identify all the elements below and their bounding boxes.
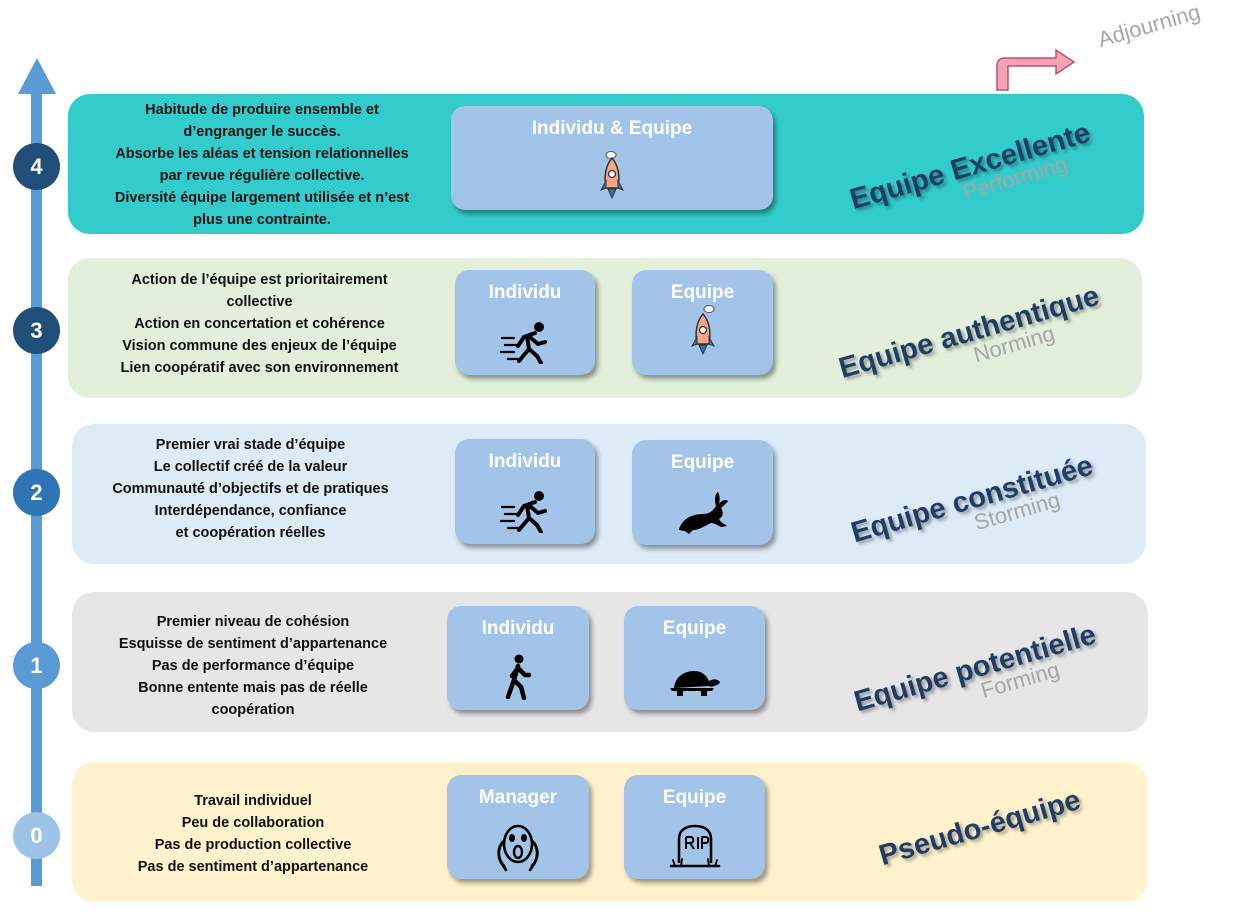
- box-label: Individu: [481, 618, 555, 639]
- level-2-circle: 2: [13, 469, 60, 516]
- level-0-circle: 0: [13, 812, 60, 859]
- box-label: Individu: [488, 451, 562, 472]
- box-label: Equipe: [662, 787, 727, 808]
- rabbit-icon: [678, 492, 728, 534]
- level-axis-arrowhead: [18, 58, 56, 94]
- level-2-band: [72, 424, 1146, 564]
- level-1-circle: 1: [13, 642, 60, 689]
- level-0-box-manager: Manager: [447, 775, 589, 879]
- level-2-description: Premier vrai stade d’équipe Le collectif…: [112, 437, 389, 541]
- scream-face-icon: [497, 824, 539, 872]
- level-1-box-individu: Individu: [447, 606, 589, 710]
- tombstone-icon: [669, 824, 720, 868]
- adjourning-arrow-icon: [996, 48, 1076, 91]
- level-3-box-individu: Individu: [455, 270, 595, 375]
- level-4-circle: 4: [13, 143, 60, 190]
- box-label: Equipe: [670, 282, 735, 303]
- rocket-icon: [690, 305, 715, 356]
- level-0-band: [72, 762, 1148, 902]
- level-4-description: Habitude de produire ensemble et d’engra…: [114, 102, 410, 228]
- box-label: Equipe: [662, 618, 727, 639]
- level-3-circle: 3: [13, 307, 60, 354]
- rocket-icon: [599, 151, 625, 200]
- running-person-icon: [500, 491, 547, 533]
- level-3-band: [68, 258, 1142, 398]
- level-0-description: Travail individuel Peu de collaboration …: [137, 793, 369, 875]
- box-label: Individu & Equipe: [531, 118, 693, 139]
- level-1-description: Premier niveau de cohésion Esquisse de s…: [118, 614, 388, 718]
- box-label: Individu: [488, 282, 562, 303]
- level-3-box-equipe: Equipe: [632, 270, 773, 375]
- level-2-box-equipe: Equipe: [632, 440, 773, 545]
- level-2-box-individu: Individu: [455, 439, 595, 544]
- box-label: Equipe: [670, 452, 735, 473]
- level-4-box-individu-equipe: Individu & Equipe: [451, 106, 773, 210]
- adjourning-label: Adjourning: [1095, 0, 1204, 53]
- level-1-band: [72, 592, 1148, 732]
- box-label: Manager: [478, 787, 558, 808]
- level-1-box-equipe: Equipe: [624, 606, 765, 710]
- turtle-icon: [669, 671, 720, 696]
- running-person-icon: [500, 322, 547, 364]
- level-3-description: Action de l’équipe est prioritairement c…: [120, 272, 399, 376]
- walking-person-icon: [505, 654, 532, 700]
- level-0-box-equipe: Equipe: [624, 775, 765, 879]
